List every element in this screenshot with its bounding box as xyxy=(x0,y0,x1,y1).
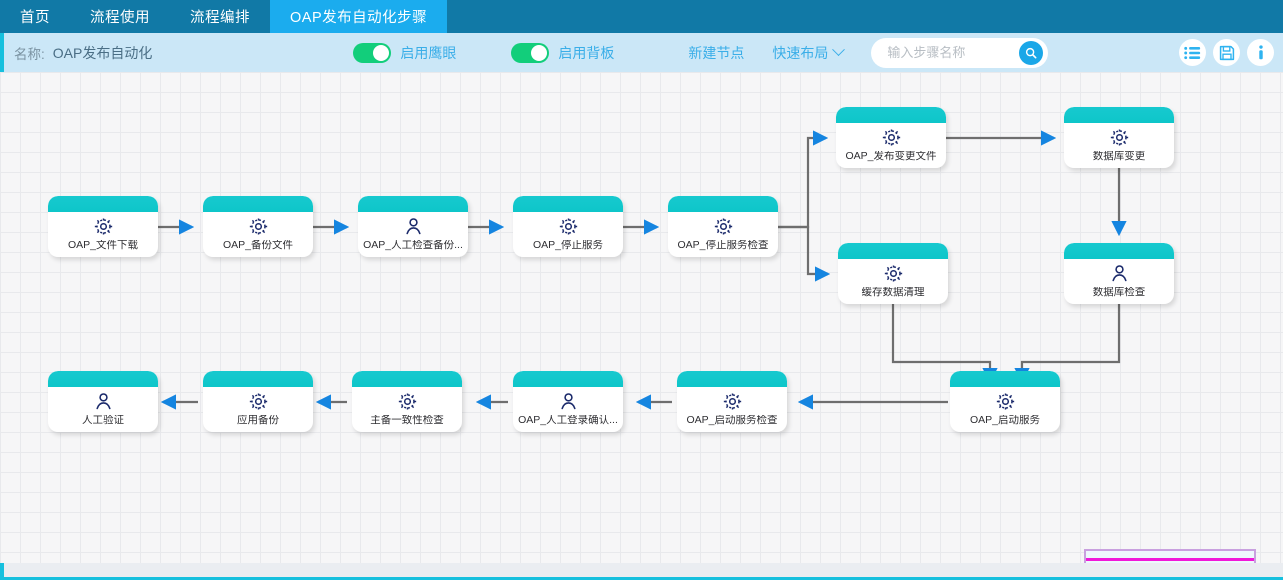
node-header xyxy=(203,196,313,212)
bottom-accent-bar xyxy=(0,577,1283,580)
node-header xyxy=(48,371,158,387)
flow-node[interactable]: 人工验证 xyxy=(48,371,158,432)
flow-node[interactable]: 数据库变更 xyxy=(1064,107,1174,168)
node-label: OAP_人工登录确认... xyxy=(518,414,618,426)
gear-icon xyxy=(713,212,734,240)
flow-node[interactable]: 应用备份 xyxy=(203,371,313,432)
gear-icon xyxy=(1109,123,1130,151)
flow-node[interactable]: OAP_文件下载 xyxy=(48,196,158,257)
node-label: 主备一致性检查 xyxy=(370,414,444,426)
flow-node[interactable]: OAP_启动服务 xyxy=(950,371,1060,432)
gear-icon xyxy=(248,387,269,415)
node-label: OAP_启动服务检查 xyxy=(686,414,778,426)
search-button[interactable] xyxy=(1019,40,1044,65)
node-label: OAP_人工检查备份... xyxy=(363,239,463,251)
node-header xyxy=(358,196,468,212)
chevron-down-icon xyxy=(832,43,846,57)
person-icon xyxy=(1109,259,1130,287)
backboard-toggle[interactable] xyxy=(511,42,550,63)
new-node-button[interactable]: 新建节点 xyxy=(688,44,745,61)
node-header xyxy=(838,243,948,259)
person-icon xyxy=(558,387,579,415)
gear-icon xyxy=(722,387,743,415)
node-header xyxy=(513,371,623,387)
toolbar: 名称: OAP发布自动化 启用鹰眼 启用背板 新建节点 快速布局 xyxy=(0,33,1283,72)
toolbar-icon-group xyxy=(1179,39,1274,66)
minimap[interactable] xyxy=(1084,549,1256,563)
backboard-label: 启用背板 xyxy=(558,44,615,61)
node-label: OAP_文件下载 xyxy=(67,239,138,251)
node-header xyxy=(1064,107,1174,123)
node-label: OAP_停止服务检查 xyxy=(677,239,769,251)
flow-node[interactable]: OAP_人工登录确认... xyxy=(513,371,623,432)
eagle-eye-toggle[interactable] xyxy=(353,42,392,63)
flow-node[interactable]: OAP_发布变更文件 xyxy=(836,107,946,168)
node-label: OAP_备份文件 xyxy=(222,239,293,251)
list-button[interactable] xyxy=(1179,39,1206,66)
flow-node[interactable]: 主备一致性检查 xyxy=(352,371,462,432)
save-button[interactable] xyxy=(1213,39,1240,66)
gear-icon xyxy=(93,212,114,240)
flow-node[interactable]: 数据库检查 xyxy=(1064,243,1174,304)
node-label: 数据库检查 xyxy=(1092,286,1146,298)
person-icon xyxy=(403,212,424,240)
flow-canvas[interactable]: OAP_文件下载 OAP_备份文件 OAP_人工检查备份... OAP_停止服务… xyxy=(0,72,1283,563)
eagle-eye-toggle-group: 启用鹰眼 xyxy=(353,42,457,63)
node-label: OAP_停止服务 xyxy=(532,239,603,251)
node-label: OAP_启动服务 xyxy=(969,414,1040,426)
flow-name-value: OAP发布自动化 xyxy=(52,44,153,61)
node-header xyxy=(203,371,313,387)
info-icon xyxy=(1258,44,1263,59)
backboard-toggle-group: 启用背板 xyxy=(511,42,615,63)
save-icon xyxy=(1219,45,1234,60)
gear-icon xyxy=(397,387,418,415)
node-header xyxy=(1064,243,1174,259)
list-icon xyxy=(1184,46,1201,59)
gear-icon xyxy=(881,123,902,151)
flow-node[interactable]: OAP_备份文件 xyxy=(203,196,313,257)
tab-process-usage[interactable]: 流程使用 xyxy=(90,10,150,26)
gear-icon xyxy=(248,212,269,240)
flow-node[interactable]: OAP_停止服务检查 xyxy=(668,196,778,257)
node-label: 人工验证 xyxy=(82,414,124,426)
flow-name-label: 名称: xyxy=(14,46,45,62)
node-header xyxy=(677,371,787,387)
eagle-eye-label: 启用鹰眼 xyxy=(400,44,457,61)
tab-home[interactable]: 首页 xyxy=(20,10,50,26)
node-header xyxy=(836,107,946,123)
tab-oap-release-automation-steps[interactable]: OAP发布自动化步骤 xyxy=(270,0,448,33)
node-header xyxy=(513,196,623,212)
flow-node[interactable]: 缓存数据清理 xyxy=(838,243,948,304)
search-input[interactable] xyxy=(887,45,1020,60)
node-header xyxy=(950,371,1060,387)
person-icon xyxy=(93,387,114,415)
node-label: OAP_发布变更文件 xyxy=(845,150,937,162)
flow-node[interactable]: OAP_停止服务 xyxy=(513,196,623,257)
node-header xyxy=(352,371,462,387)
node-header xyxy=(48,196,158,212)
node-label: 缓存数据清理 xyxy=(861,286,925,298)
info-button[interactable] xyxy=(1247,39,1274,66)
node-label: 应用备份 xyxy=(237,414,279,426)
gear-icon xyxy=(558,212,579,240)
gear-icon xyxy=(995,387,1016,415)
node-label: 数据库变更 xyxy=(1092,150,1146,162)
minimap-viewport[interactable] xyxy=(1086,558,1254,563)
node-header xyxy=(668,196,778,212)
quick-layout-dropdown[interactable]: 快速布局 xyxy=(772,43,846,63)
horizontal-scrollbar[interactable] xyxy=(0,563,1283,580)
search-icon xyxy=(1026,47,1037,58)
quick-layout-label: 快速布局 xyxy=(772,44,829,61)
search-box xyxy=(871,37,1049,68)
tab-bar: 首页 流程使用 流程编排 OAP发布自动化步骤 xyxy=(0,0,1283,33)
flow-node[interactable]: OAP_人工检查备份... xyxy=(358,196,468,257)
tab-process-orchestration[interactable]: 流程编排 xyxy=(190,10,250,26)
flow-node[interactable]: OAP_启动服务检查 xyxy=(677,371,787,432)
gear-icon xyxy=(883,259,904,287)
